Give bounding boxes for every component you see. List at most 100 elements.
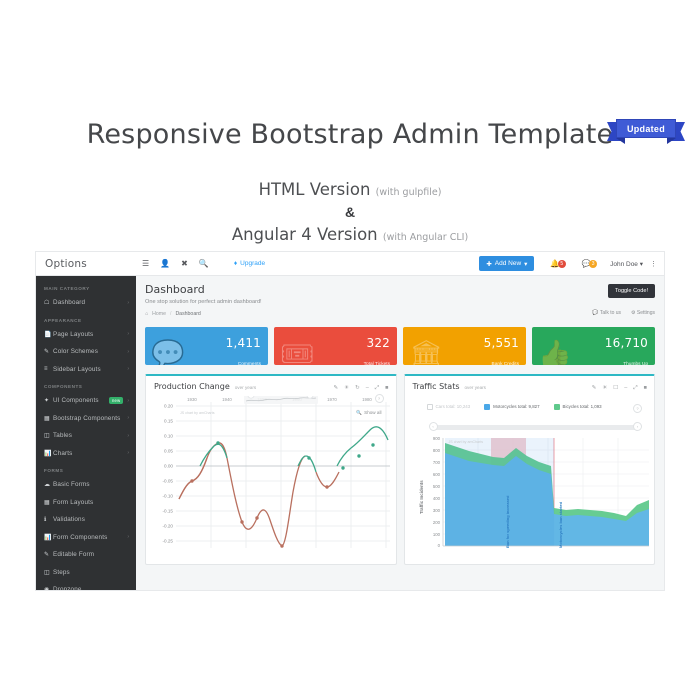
- show-all-label: Show all: [364, 410, 382, 415]
- dashboard-body: MAIN CATEGORY ☖ Dashboard › APPEARANCE 📄…: [36, 276, 664, 590]
- sidebar-item-page-layouts[interactable]: 📄 Page Layouts ›: [36, 326, 136, 344]
- sidebar-item-editable-form[interactable]: ✎ Editable Form: [36, 546, 136, 564]
- vertical-dots-icon[interactable]: ⋮: [650, 260, 657, 268]
- sidebar-item-sidebar-layouts[interactable]: ≡ Sidebar Layouts ›: [36, 361, 136, 379]
- hero-angular-version-note: (with Angular CLI): [382, 231, 469, 243]
- sidebar-item-validations[interactable]: ℹ Validations: [36, 511, 136, 529]
- sidebar-item-label: Steps: [53, 568, 70, 576]
- shuffle-icon[interactable]: ✖: [181, 258, 188, 268]
- panel-title: Production Change: [154, 382, 230, 391]
- expand-icon[interactable]: ⤢: [374, 384, 380, 391]
- thumbs-up-icon: 👍: [538, 339, 572, 366]
- production-change-plot[interactable]: 0.20 0.15 0.10 0.05 0.00 -0.05 -0.10 -0.…: [152, 393, 390, 556]
- hero-html-version: HTML Version (with gulpfile): [0, 178, 700, 202]
- home-icon: ⌂: [145, 311, 149, 317]
- sidebar-item-ui-components[interactable]: ✦ UI Components new ›: [36, 392, 136, 410]
- close-icon[interactable]: ■: [643, 385, 647, 391]
- gear-icon[interactable]: ☀: [344, 385, 350, 391]
- content-page-description: One stop solution for perfect admin dash…: [145, 299, 262, 305]
- svg-text:700: 700: [432, 460, 440, 465]
- sidebar-item-form-components[interactable]: 📊 Form Components ›: [36, 529, 136, 547]
- sidebar-item-label: Form Components: [53, 533, 108, 541]
- ribbon-fold-right: [667, 138, 676, 144]
- table-icon: ◫: [44, 433, 50, 440]
- legend-label: Cars total: 10,243: [435, 404, 471, 409]
- upgrade-link[interactable]: ♦ Upgrade: [234, 260, 265, 267]
- legend-item-cars[interactable]: Cars total: 10,243: [426, 403, 471, 410]
- svg-text:0.15: 0.15: [164, 418, 173, 423]
- chart-help-button[interactable]: ?: [633, 403, 642, 413]
- chevron-right-icon: ›: [127, 450, 129, 457]
- panel-production-change: Production Change over years ✎ ☀ ↻ – ⤢ ■: [145, 374, 397, 565]
- stat-card-value-group: 1,411 Comments: [226, 334, 261, 365]
- show-all-control[interactable]: 🔍 Show all: [356, 410, 381, 416]
- sliders-icon: ≡: [44, 366, 48, 373]
- stat-caption: Comments: [237, 362, 261, 365]
- breadcrumb-home[interactable]: Home: [152, 311, 166, 317]
- stat-caption: Thumbs Up: [623, 362, 648, 365]
- gear-icon[interactable]: ☀: [602, 385, 608, 391]
- legend-item-bicycles[interactable]: Bicycles total: 1,093: [553, 403, 602, 410]
- settings-link[interactable]: ⚙ Settings: [631, 310, 655, 316]
- stat-card-thumbs-up[interactable]: 👍 16,710 Thumbs Up: [532, 327, 655, 365]
- chart-help-button[interactable]: ?: [374, 393, 384, 403]
- comments-icon: 💬: [151, 339, 185, 366]
- copy-icon[interactable]: ☐: [613, 385, 619, 391]
- sidebar-item-label: Page Layouts: [53, 330, 94, 338]
- sidebar-item-label: Dashboard: [53, 299, 86, 307]
- sidebar-item-form-layouts[interactable]: ▦ Form Layouts: [36, 494, 136, 512]
- sidebar-item-steps[interactable]: ◫ Steps: [36, 564, 136, 582]
- user-menu[interactable]: John Doe ▾: [610, 260, 643, 268]
- svg-text:-0.15: -0.15: [163, 508, 174, 513]
- sidebar-item-dropzone[interactable]: ◉ Dropzone: [36, 581, 136, 590]
- expand-icon[interactable]: ⤢: [633, 384, 638, 391]
- messages-button[interactable]: 💬 3: [582, 259, 598, 268]
- svg-text:0.00: 0.00: [164, 463, 173, 468]
- svg-text:0.05: 0.05: [164, 448, 173, 453]
- stat-card-comments[interactable]: 💬 1,411 Comments: [145, 327, 268, 365]
- traffic-stats-plot[interactable]: Cars total: 10,243 Motorcycles total: 9,…: [411, 396, 649, 556]
- legend-item-motorcycles[interactable]: Motorcycles total: 9,827: [484, 403, 540, 410]
- add-new-button[interactable]: ✚ Add New ▾: [479, 256, 535, 271]
- user-icon[interactable]: 👤: [160, 258, 171, 268]
- chart-scrollbar[interactable]: [432, 424, 638, 430]
- sidebar-item-label: Charts: [53, 449, 73, 457]
- hero-subtitle-block: HTML Version (with gulpfile) & Angular 4…: [0, 178, 700, 247]
- alerts-button[interactable]: 🔔 5: [550, 259, 566, 268]
- annotation-motorcycles-ban: Motorcycles ban started: [557, 501, 563, 548]
- pencil-icon[interactable]: ✎: [591, 385, 597, 391]
- y-axis-label: Traffic Incidents: [418, 479, 424, 514]
- hero-angular-version: Angular 4 Version (with Angular CLI): [0, 223, 700, 247]
- bell-icon: 🔔: [550, 259, 560, 268]
- toggle-code-button[interactable]: Toggle Code!: [608, 284, 655, 298]
- svg-text:200: 200: [432, 520, 440, 525]
- chevron-right-icon: ›: [127, 348, 129, 355]
- talk-to-us-link[interactable]: 💬 Talk to us: [592, 310, 622, 316]
- minimize-icon[interactable]: –: [365, 385, 369, 391]
- sidebar-item-basic-forms[interactable]: ☁ Basic Forms: [36, 476, 136, 494]
- svg-text:1940: 1940: [222, 397, 232, 402]
- minimize-icon[interactable]: –: [624, 385, 628, 391]
- search-icon[interactable]: 🔍: [198, 258, 209, 268]
- svg-text:500: 500: [432, 484, 440, 489]
- pencil-icon[interactable]: ✎: [333, 385, 339, 391]
- sidebar-item-dashboard[interactable]: ☖ Dashboard ›: [36, 294, 136, 312]
- scrollbar-handle-right[interactable]: ›: [633, 421, 642, 431]
- ticket-icon: 🎟: [280, 339, 315, 366]
- sidebar-item-label: UI Components: [53, 397, 99, 405]
- legend-label: Bicycles total: 1,093: [562, 404, 602, 409]
- page-title: Responsive Bootstrap Admin Template: [86, 119, 614, 150]
- list-icon[interactable]: ☰: [142, 258, 150, 268]
- sidebar-item-bootstrap-components[interactable]: ▦ Bootstrap Components ›: [36, 410, 136, 428]
- refresh-icon[interactable]: ↻: [355, 385, 360, 391]
- sidebar-item-color-schemes[interactable]: ✎ Color Schemes ›: [36, 343, 136, 361]
- stat-card-bank-credits[interactable]: 🏛 5,551 Bank Credits: [403, 327, 526, 365]
- sidebar-item-charts[interactable]: 📊 Charts ›: [36, 445, 136, 463]
- scrollbar-handle-left[interactable]: ‹: [428, 421, 438, 431]
- message-count-badge: 3: [589, 259, 598, 268]
- close-icon[interactable]: ■: [385, 385, 389, 391]
- content-page-title: Dashboard: [145, 283, 205, 296]
- sidebar-item-tables[interactable]: ◫ Tables ›: [36, 427, 136, 445]
- panel-toolbar: ✎ ☀ ☐ – ⤢ ■: [592, 385, 647, 392]
- stat-card-total-tickets[interactable]: 🎟 322 Total Tickets: [274, 327, 397, 365]
